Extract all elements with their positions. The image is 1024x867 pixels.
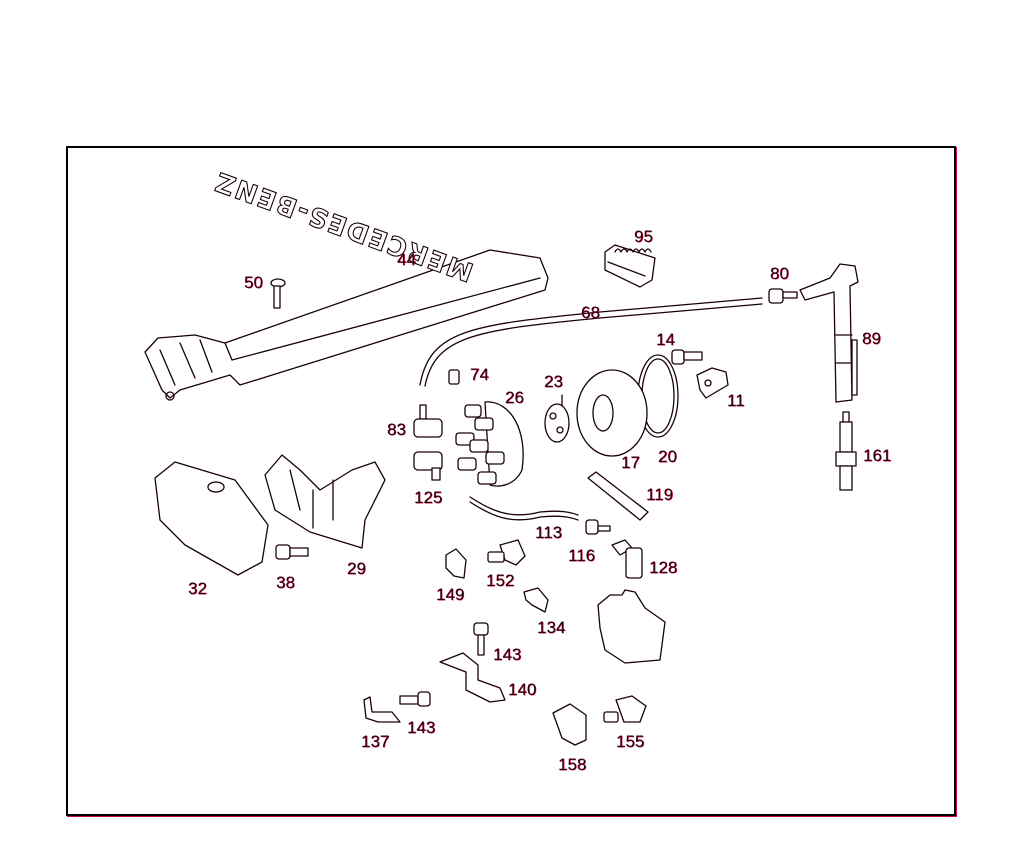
ignition-cable-part-68 <box>419 297 763 386</box>
callout-label-155[interactable]: 155 <box>616 732 645 751</box>
clamp-part-155[interactable] <box>603 695 647 723</box>
clip-part-134 <box>523 587 549 613</box>
callout-label-32[interactable]: 32 <box>188 579 207 598</box>
clip-part-149 <box>445 548 467 579</box>
callout-label-116[interactable]: 116 <box>568 546 596 565</box>
bracket-part-140 <box>439 652 506 703</box>
callout-label-149[interactable]: 149 <box>436 585 465 604</box>
svg-text:MERCEDES-BENZ: MERCEDES-BENZ <box>210 165 477 287</box>
callout-label-68[interactable]: 68 <box>581 303 600 322</box>
callout-label-128[interactable]: 128 <box>649 558 678 577</box>
callout-label-152[interactable]: 152 <box>486 571 515 590</box>
connector-part-80[interactable] <box>768 288 798 304</box>
callout-label-137[interactable]: 137 <box>361 732 390 751</box>
callout-label-89[interactable]: 89 <box>862 329 881 348</box>
housing-cover-part-32[interactable] <box>154 461 269 576</box>
callout-label-38[interactable]: 38 <box>276 573 295 592</box>
bracket-part-137 <box>363 696 401 723</box>
callout-label-134[interactable]: 134 <box>537 618 566 637</box>
plug-part-125[interactable] <box>413 451 443 481</box>
sensor-part-11[interactable] <box>696 367 729 399</box>
sensor-bolt-part-14[interactable] <box>671 349 703 365</box>
rotor-part-23[interactable] <box>544 394 570 443</box>
callout-label-74[interactable]: 74 <box>470 365 489 384</box>
callout-label-125[interactable]: 125 <box>414 488 443 507</box>
bolt-part-143-lower[interactable] <box>399 691 431 707</box>
housing-part <box>597 589 666 664</box>
callout-label-50[interactable]: 50 <box>244 273 263 292</box>
clamp-part-158 <box>552 703 587 746</box>
plug-part-83[interactable] <box>413 404 443 438</box>
callout-label-80[interactable]: 80 <box>770 264 789 283</box>
cable-part-113 <box>469 496 579 516</box>
bolt-part-143[interactable] <box>473 622 489 656</box>
spark-plug-connector-part-89[interactable] <box>799 263 859 403</box>
hose-part-119 <box>587 471 649 521</box>
callout-label-23[interactable]: 23 <box>544 372 563 391</box>
callout-label-20[interactable]: 20 <box>658 447 677 466</box>
callout-label-83[interactable]: 83 <box>387 420 406 439</box>
callout-label-158[interactable]: 158 <box>558 755 587 774</box>
callout-label-44[interactable]: 44 <box>397 250 416 269</box>
callout-label-14[interactable]: 14 <box>656 330 675 349</box>
callout-label-143[interactable]: 143 <box>407 718 436 737</box>
rotor-part-17[interactable] <box>576 369 648 457</box>
plug-part-116[interactable] <box>585 519 611 535</box>
callout-label-143[interactable]: 143 <box>493 645 522 664</box>
spark-plug-part-161[interactable] <box>835 411 857 491</box>
clip-part-74 <box>448 369 460 385</box>
callout-label-113[interactable]: 113 <box>535 523 563 542</box>
callout-label-140[interactable]: 140 <box>508 680 537 699</box>
diagram-frame <box>66 146 956 816</box>
clip-part-152[interactable] <box>487 539 526 566</box>
bolt-part-38[interactable] <box>275 544 309 560</box>
callout-label-95[interactable]: 95 <box>634 227 653 246</box>
bracket-part-29[interactable] <box>264 454 386 549</box>
callout-label-161[interactable]: 161 <box>863 446 892 465</box>
callout-label-11[interactable]: 11 <box>727 391 745 410</box>
callout-label-119[interactable]: 119 <box>646 485 674 504</box>
callout-label-26[interactable]: 26 <box>505 388 524 407</box>
callout-label-17[interactable]: 17 <box>621 453 640 472</box>
bolt-part-50[interactable] <box>270 278 286 309</box>
cable-comb-part-95[interactable] <box>604 244 656 288</box>
plug-part-128[interactable] <box>611 539 643 579</box>
distributor-cap-part-26[interactable] <box>455 401 524 487</box>
callout-label-29[interactable]: 29 <box>347 559 366 578</box>
